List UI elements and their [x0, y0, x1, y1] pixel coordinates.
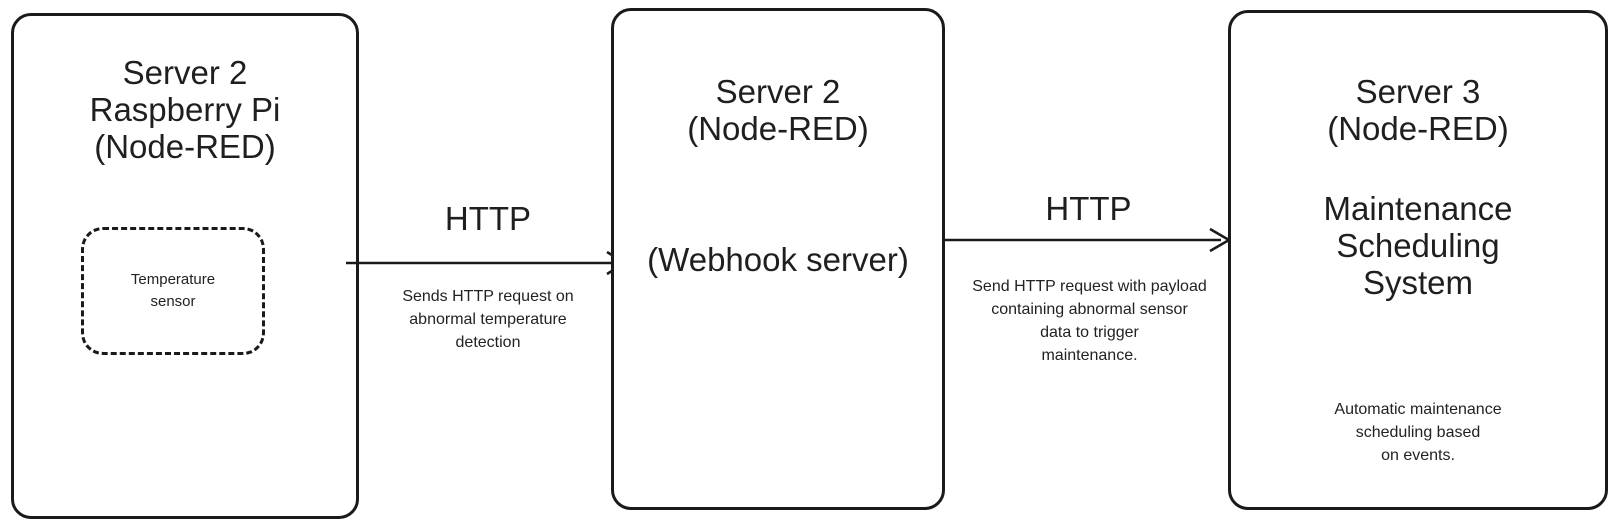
edge-1-protocol-label: HTTP	[444, 200, 532, 237]
edge-2-caption: Send HTTP request with payload containin…	[972, 278, 1207, 364]
edge-raspberry-to-webhook	[345, 248, 628, 278]
node-webhook-subtitle: (Webhook server)	[647, 241, 909, 278]
node-maintenance-caption: Automatic maintenance scheduling based o…	[1334, 401, 1502, 464]
edge-1-caption: Sends HTTP request on abnormal temperatu…	[402, 288, 574, 351]
node-raspberry-pi-title: Server 2 Raspberry Pi (Node-RED)	[89, 54, 281, 165]
node-maintenance-scheduling-system[interactable]: Server 3 (Node-RED) Maintenance Scheduli…	[1228, 10, 1608, 510]
node-maintenance-subtitle: Maintenance Scheduling System	[1323, 190, 1513, 301]
node-webhook-server[interactable]: Server 2 (Node-RED) (Webhook server)	[611, 8, 945, 510]
node-maintenance-title: Server 3 (Node-RED)	[1327, 73, 1509, 147]
temperature-sensor-label: Temperature sensor	[130, 271, 216, 310]
node-webhook-title: Server 2 (Node-RED)	[687, 73, 869, 147]
temperature-sensor-box[interactable]: Temperature sensor	[81, 227, 265, 355]
node-raspberry-pi[interactable]: Server 2 Raspberry Pi (Node-RED) Tempera…	[11, 13, 359, 519]
edge-webhook-to-maintenance	[944, 225, 1232, 255]
edge-2-protocol-label: HTTP	[1045, 190, 1132, 227]
